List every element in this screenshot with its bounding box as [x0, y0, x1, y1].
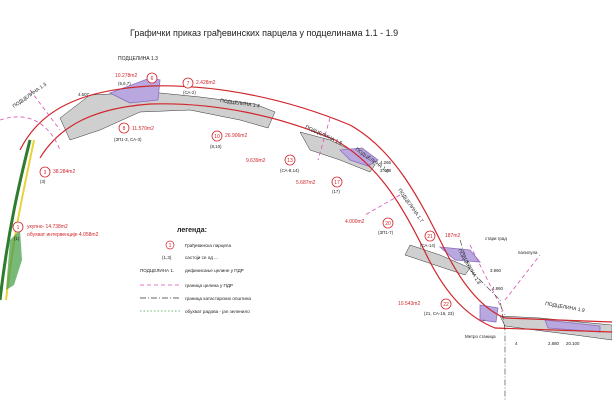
small-label-2: 4.266 — [380, 160, 392, 165]
svg-text:обухват интервенције 4.058m2: обухват интервенције 4.058m2 — [27, 232, 99, 238]
small-label-6: 4.860 — [492, 286, 504, 291]
svg-text:17: 17 — [334, 180, 340, 186]
svg-text:(8,10): (8,10) — [210, 144, 222, 149]
svg-text:1: 1 — [17, 225, 20, 231]
svg-text:(СА-8,14): (СА-8,14) — [280, 168, 299, 173]
svg-text:(3): (3) — [40, 179, 46, 184]
svg-text:8: 8 — [123, 126, 126, 132]
zone-boundary-5 — [504, 254, 541, 301]
parcel-20[interactable]: 20 4.000m2 (ЗП1-7) — [345, 217, 394, 235]
purple-area-3 — [438, 246, 481, 263]
svg-text:187m2: 187m2 — [445, 233, 461, 239]
green-edge — [0, 139, 32, 301]
green-patch — [6, 230, 22, 290]
small-label-3: 3.468 — [380, 168, 392, 173]
svg-text:21: 21 — [427, 234, 433, 240]
svg-text:(СА-2): (СА-2) — [183, 90, 196, 95]
legend-label-0: Грађевинска парцела — [185, 243, 231, 248]
place-stari-grad: стари град — [485, 236, 507, 241]
small-label-8: + — [482, 318, 485, 323]
svg-text:(ЗП1-7): (ЗП1-7) — [378, 230, 394, 235]
legend-label-2: дефинисање целине у ПДР — [185, 268, 244, 273]
svg-text:10: 10 — [214, 134, 220, 140]
svg-text:9.639m2: 9.639m2 — [246, 158, 266, 164]
corridor-outline-outer — [19, 85, 612, 323]
zone-label-1-4: ПОДЦЕЛИНА 1.4 — [220, 98, 261, 110]
parcel-13[interactable]: 13 9.639m2 (СА-8,14) — [246, 154, 299, 173]
zone-boundary-4 — [469, 244, 506, 316]
svg-text:2.428m2: 2.428m2 — [196, 80, 216, 86]
small-label-9: 4 — [515, 341, 518, 346]
corridor-outline-inner — [39, 103, 612, 333]
zone-label-1-9: ПОДЦЕЛИНА 1.9 — [545, 301, 586, 314]
svg-text:(17): (17) — [332, 189, 340, 194]
parcel-1[interactable]: 1 укупно- 14.738m2 обухват интервенције … — [12, 221, 99, 241]
gray-fill-3 — [404, 244, 471, 276]
legend-label-4: граница катастарских општина — [185, 296, 251, 301]
parcel-7[interactable]: 7 2.428m2 (СА-2) — [182, 77, 216, 95]
svg-text:4.000m2: 4.000m2 — [345, 219, 365, 225]
legend-label-1: састоји се од ... — [185, 255, 218, 260]
zone-label-1-3-left: ПОДЦЕЛИНА 1.3 — [12, 82, 48, 110]
svg-text:7: 7 — [187, 81, 190, 87]
legend-label-3: граница целина у ПДР — [185, 283, 233, 288]
legend-title: легенда: — [177, 227, 207, 234]
small-label-1: 4.507 — [78, 92, 90, 97]
svg-text:10.543m2: 10.543m2 — [398, 301, 420, 307]
zone-label-1-3: ПОДЦЕЛИНА 1.3 — [118, 56, 158, 62]
cadastral-boundary — [459, 239, 506, 400]
legend-symbol-1: (1,3) — [162, 255, 172, 260]
svg-text:(1): (1) — [14, 236, 20, 241]
legend-symbol-0: 1 — [169, 243, 172, 249]
parcel-17[interactable]: 17 5.687m2 (17) — [296, 176, 343, 194]
legend-symbol-2: ПОДЦЕЛИНА 1. — [140, 268, 174, 273]
place-metro: Метро станица — [465, 334, 496, 339]
parcel-21[interactable]: 21 187m2 (СА-14) — [420, 230, 461, 248]
svg-text:6: 6 — [151, 76, 154, 82]
svg-text:26.906m2: 26.906m2 — [225, 133, 247, 139]
legend: легенда: 1 Грађевинска парцела (1,3) сас… — [140, 227, 251, 314]
svg-text:38.284m2: 38.284m2 — [53, 169, 75, 175]
parcel-22[interactable]: 22 10.543m2 (21, СА-16, 23) — [398, 298, 454, 316]
parcel-8[interactable]: 8 11.570m2 (ЗП1-3, СА-3) — [114, 122, 154, 142]
small-label-7: 20.100 — [566, 341, 580, 346]
svg-text:(5,6,7): (5,6,7) — [118, 81, 131, 86]
parcel-10[interactable]: 10 26.906m2 (8,10) — [210, 130, 247, 149]
small-label-4: 2.880 — [548, 341, 560, 346]
svg-text:11.570m2: 11.570m2 — [132, 126, 154, 132]
svg-text:3: 3 — [44, 170, 47, 176]
svg-text:22: 22 — [443, 302, 449, 308]
small-label-5: 3.960 — [490, 268, 502, 273]
zone-boundary-2 — [317, 117, 331, 161]
svg-text:(СА-14): (СА-14) — [420, 243, 436, 248]
map-title: Графички приказ грађевинских парцела у п… — [130, 28, 398, 38]
svg-text:13: 13 — [287, 158, 293, 164]
svg-text:(21, СА-16, 23): (21, СА-16, 23) — [424, 311, 454, 316]
svg-text:укупно- 14.738m2: укупно- 14.738m2 — [27, 224, 68, 230]
place-palilula: палилула — [518, 250, 538, 255]
legend-label-5: обухват радова - јаn зеленило — [185, 309, 250, 314]
purple-area-1 — [109, 77, 161, 104]
svg-text:20: 20 — [385, 221, 391, 227]
svg-text:(ЗП1-3, СА-3): (ЗП1-3, СА-3) — [114, 137, 142, 142]
zone-boundary-arc — [0, 116, 61, 151]
parcel-6[interactable]: 6 10.278m2 (5,6,7) — [115, 72, 158, 86]
zone-boundary-1 — [29, 89, 61, 131]
parcel-3[interactable]: 3 38.284m2 (3) — [39, 166, 75, 184]
svg-text:10.278m2: 10.278m2 — [115, 73, 137, 79]
svg-text:5.687m2: 5.687m2 — [296, 180, 316, 186]
purple-area-4 — [479, 304, 499, 323]
